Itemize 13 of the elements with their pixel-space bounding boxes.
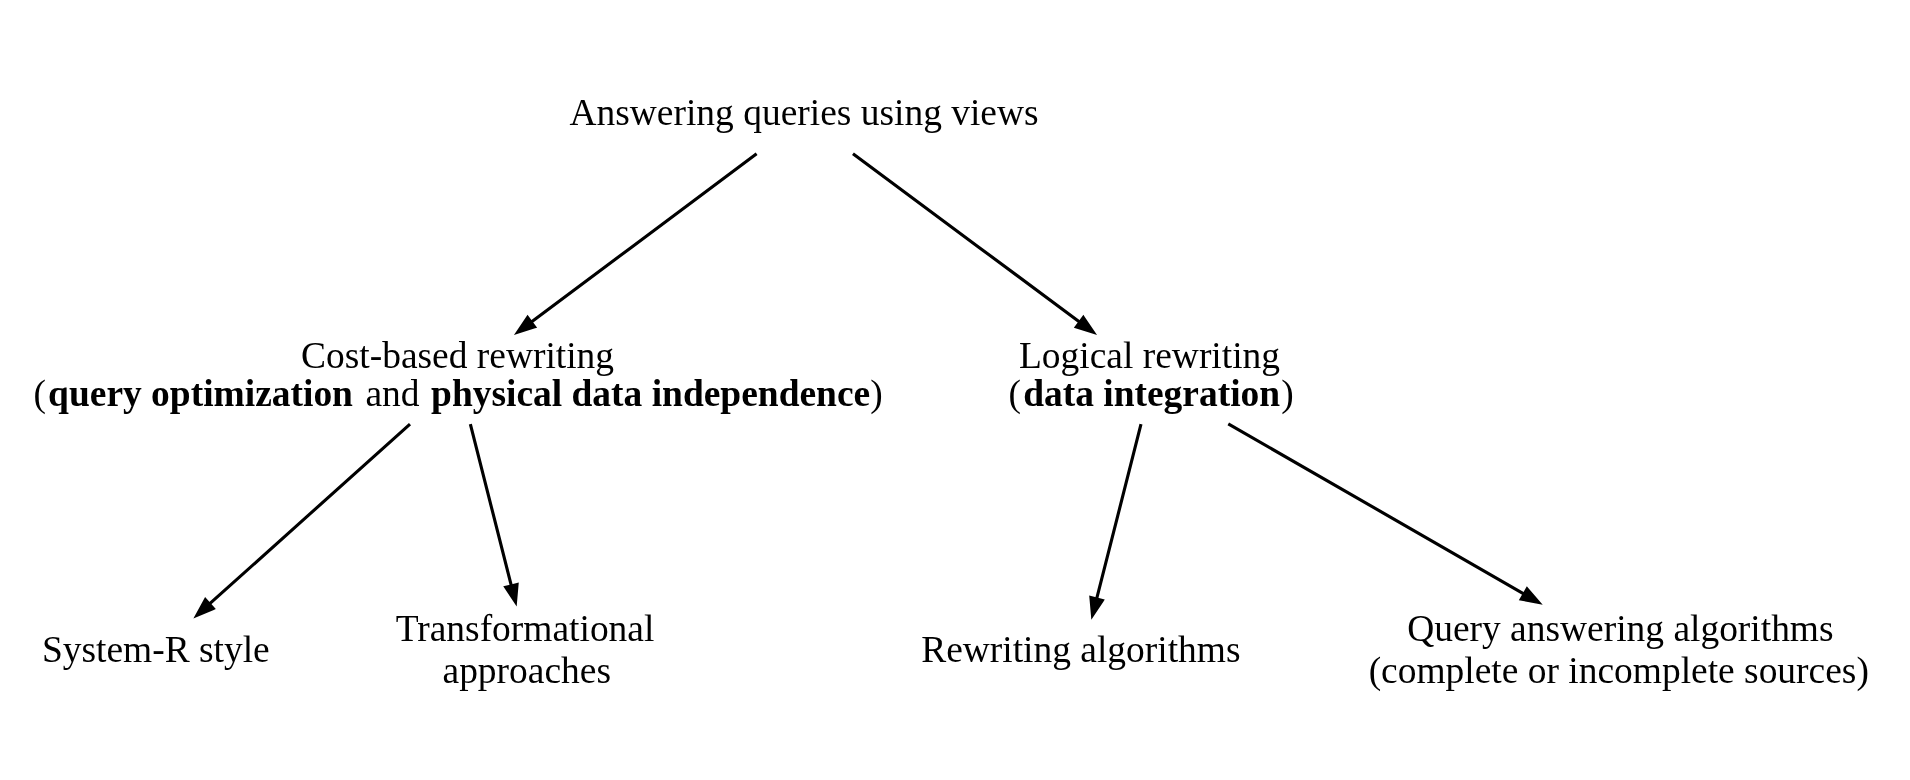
arrow — [1227, 422, 1543, 605]
node-text: Rewriting algorithms — [921, 628, 1241, 670]
node-text: Query answering algorithms (complete or incomplete sources) — [1368, 607, 1869, 691]
node-text: Answering queries using views — [569, 91, 1039, 133]
arrow — [1089, 423, 1143, 620]
arrow — [513, 152, 758, 335]
arrow — [193, 422, 412, 618]
arrow — [852, 152, 1098, 335]
node-text: Cost-based rewriting (query optimization and physical data independence) — [33, 334, 883, 414]
node-text: Logical rewriting (data integration) — [1008, 334, 1294, 414]
node-text: System-R style — [41, 628, 270, 670]
arrow — [468, 423, 519, 607]
node-text: Transformational approaches — [395, 607, 655, 691]
